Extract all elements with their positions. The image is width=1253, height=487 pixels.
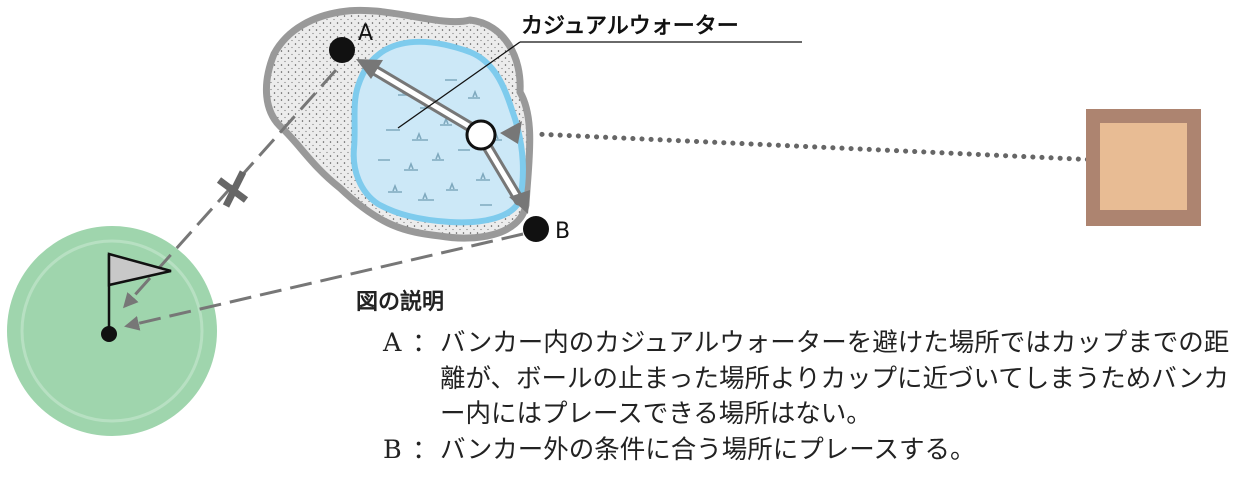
explanation-item-b: B ： バンカー外の条件に合う場所にプレースする。 bbox=[383, 433, 1251, 469]
relief-arrows bbox=[356, 59, 530, 214]
point-b-marker bbox=[523, 216, 549, 242]
point-b-label: B bbox=[555, 219, 570, 244]
explanation-key: B bbox=[383, 434, 402, 465]
explanation-key: A bbox=[383, 328, 402, 358]
explanation-item-a: A ： バンカー内のカジュアルウォーターを避けた場所ではカップまでの距離が、ボー… bbox=[383, 326, 1251, 433]
explanation-text: バンカー内のカジュアルウォーターを避けた場所ではカップまでの距離が、ボールの止ま… bbox=[440, 328, 1230, 429]
explanation-panel: 図の説明 A ： バンカー内のカジュアルウォーターを避けた場所ではカップまでの距… bbox=[356, 286, 1251, 468]
cup-icon bbox=[101, 326, 117, 342]
casual-water-label: カジュアルウォーター bbox=[521, 14, 739, 39]
casual-water-callout: カジュアルウォーター bbox=[397, 14, 802, 129]
point-a-marker bbox=[329, 37, 355, 63]
explanation-text: バンカー外の条件に合う場所にプレースする。 bbox=[440, 434, 976, 465]
cross-mark-icon bbox=[216, 170, 249, 208]
explanation-title: 図の説明 bbox=[356, 290, 445, 315]
flag-icon bbox=[107, 252, 172, 334]
explanation-separator: ： bbox=[412, 434, 438, 465]
ball-icon bbox=[465, 119, 497, 151]
tee-box-icon bbox=[1086, 109, 1201, 226]
explanation-separator: ： bbox=[412, 328, 438, 358]
ball-flight-line bbox=[500, 121, 1145, 165]
point-a-label: A bbox=[358, 21, 373, 46]
